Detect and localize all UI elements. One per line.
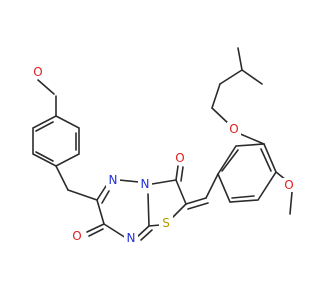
bond [55,165,69,191]
bond [96,185,107,201]
bond [86,223,105,233]
bond [140,229,153,241]
benzene-ring-left [32,115,80,167]
bond [237,132,265,145]
bond [37,79,55,95]
atom-n-lower: N [124,231,138,245]
atom-o-methoxy-right: O [282,178,296,192]
bond [180,166,184,182]
molecule-structure-diagram: O N N O S N O O [31,47,296,245]
bond-lines [32,47,293,241]
bond [88,228,104,237]
atom-o-ketone-bottom: O [70,229,84,243]
bond [289,191,293,215]
bond [219,69,243,85]
oxygen-label: O [72,229,81,243]
atom-o-methoxy-top: O [31,65,45,79]
oxygen-label: O [33,65,42,79]
sulfur-label: S [162,216,170,230]
bond [221,149,239,172]
oxygen-label: O [175,151,184,165]
bond [96,199,105,225]
bond [35,151,54,162]
atom-n-bridge: N [138,177,152,191]
atom-labels: O N N O S N O O [31,65,296,245]
nitrogen-label: N [127,231,136,245]
bond [175,179,187,205]
bond [147,193,150,227]
bond [171,203,187,219]
atom-o-ketone-top: O [173,151,187,165]
bond [175,165,179,181]
bond [151,179,177,185]
bond [231,195,255,199]
atom-s-thiazole: S [159,216,173,230]
bond [35,121,54,132]
oxygen-label: O [284,178,293,192]
oxygen-label: O [229,122,238,136]
nitrogen-label: N [109,173,118,187]
bond [211,83,221,109]
bond [118,179,140,183]
atom-n-upper: N [106,173,120,187]
bond [103,223,127,239]
bond [205,173,219,199]
bond [101,190,110,204]
benzene-ring-right [217,143,277,203]
nitrogen-label: N [141,177,150,191]
bond [135,225,150,239]
bond [148,224,161,227]
bond [237,47,243,71]
bond [241,69,263,85]
bond [185,197,207,205]
bond [187,202,209,210]
bond [260,148,272,172]
bond [67,189,98,201]
atom-o-ether-isobutyl: O [227,122,241,136]
